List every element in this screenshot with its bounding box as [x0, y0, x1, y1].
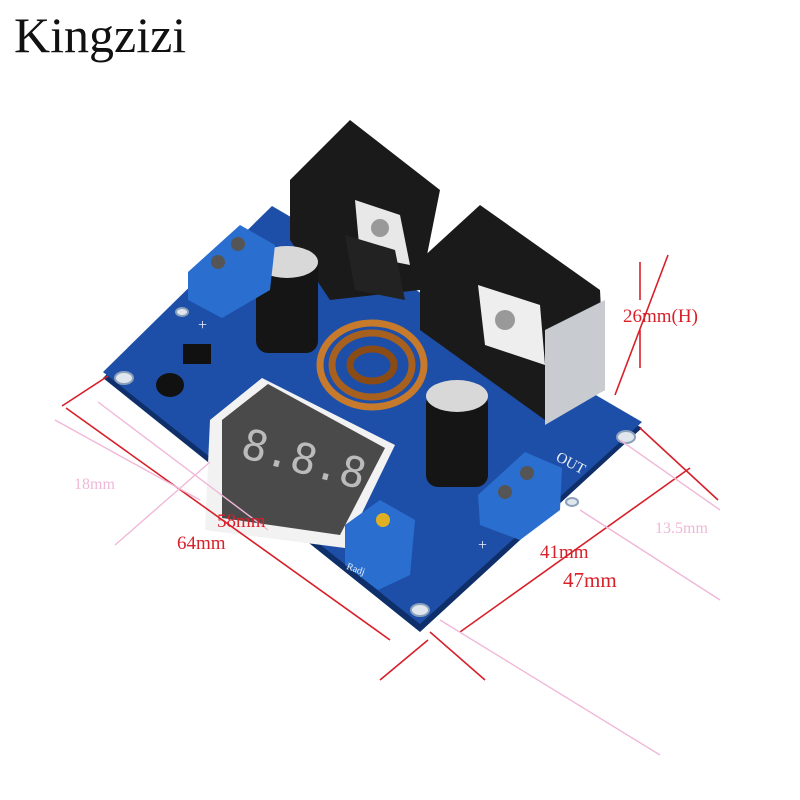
heatsink-left — [290, 120, 440, 300]
dim-height: 26mm(H) — [623, 306, 698, 327]
brand-logo: Kingzizi — [14, 7, 187, 63]
heatsink-right — [420, 205, 605, 425]
dim-41mm: 41mm — [540, 542, 589, 563]
dim-13-5mm: 13.5mm — [655, 520, 708, 537]
terminal-input — [188, 225, 275, 318]
diode — [183, 344, 211, 364]
dim-18mm: 18mm — [74, 476, 115, 493]
dimension-lines-red — [61, 254, 719, 681]
led-display: 8.8.8 — [205, 378, 395, 548]
inductor-coil — [316, 319, 428, 411]
dim-64mm: 64mm — [177, 533, 226, 554]
label-plus-in: + — [198, 317, 207, 334]
dim-58mm: 58mm — [217, 511, 266, 532]
potentiometer — [345, 500, 415, 590]
label-plus-out: + — [478, 537, 487, 554]
mounting-holes — [114, 307, 636, 617]
transistor — [156, 373, 184, 397]
dimension-lines-pink — [54, 401, 721, 756]
terminal-output — [478, 452, 562, 540]
capacitor-output — [426, 380, 488, 487]
dim-47mm: 47mm — [563, 568, 617, 592]
